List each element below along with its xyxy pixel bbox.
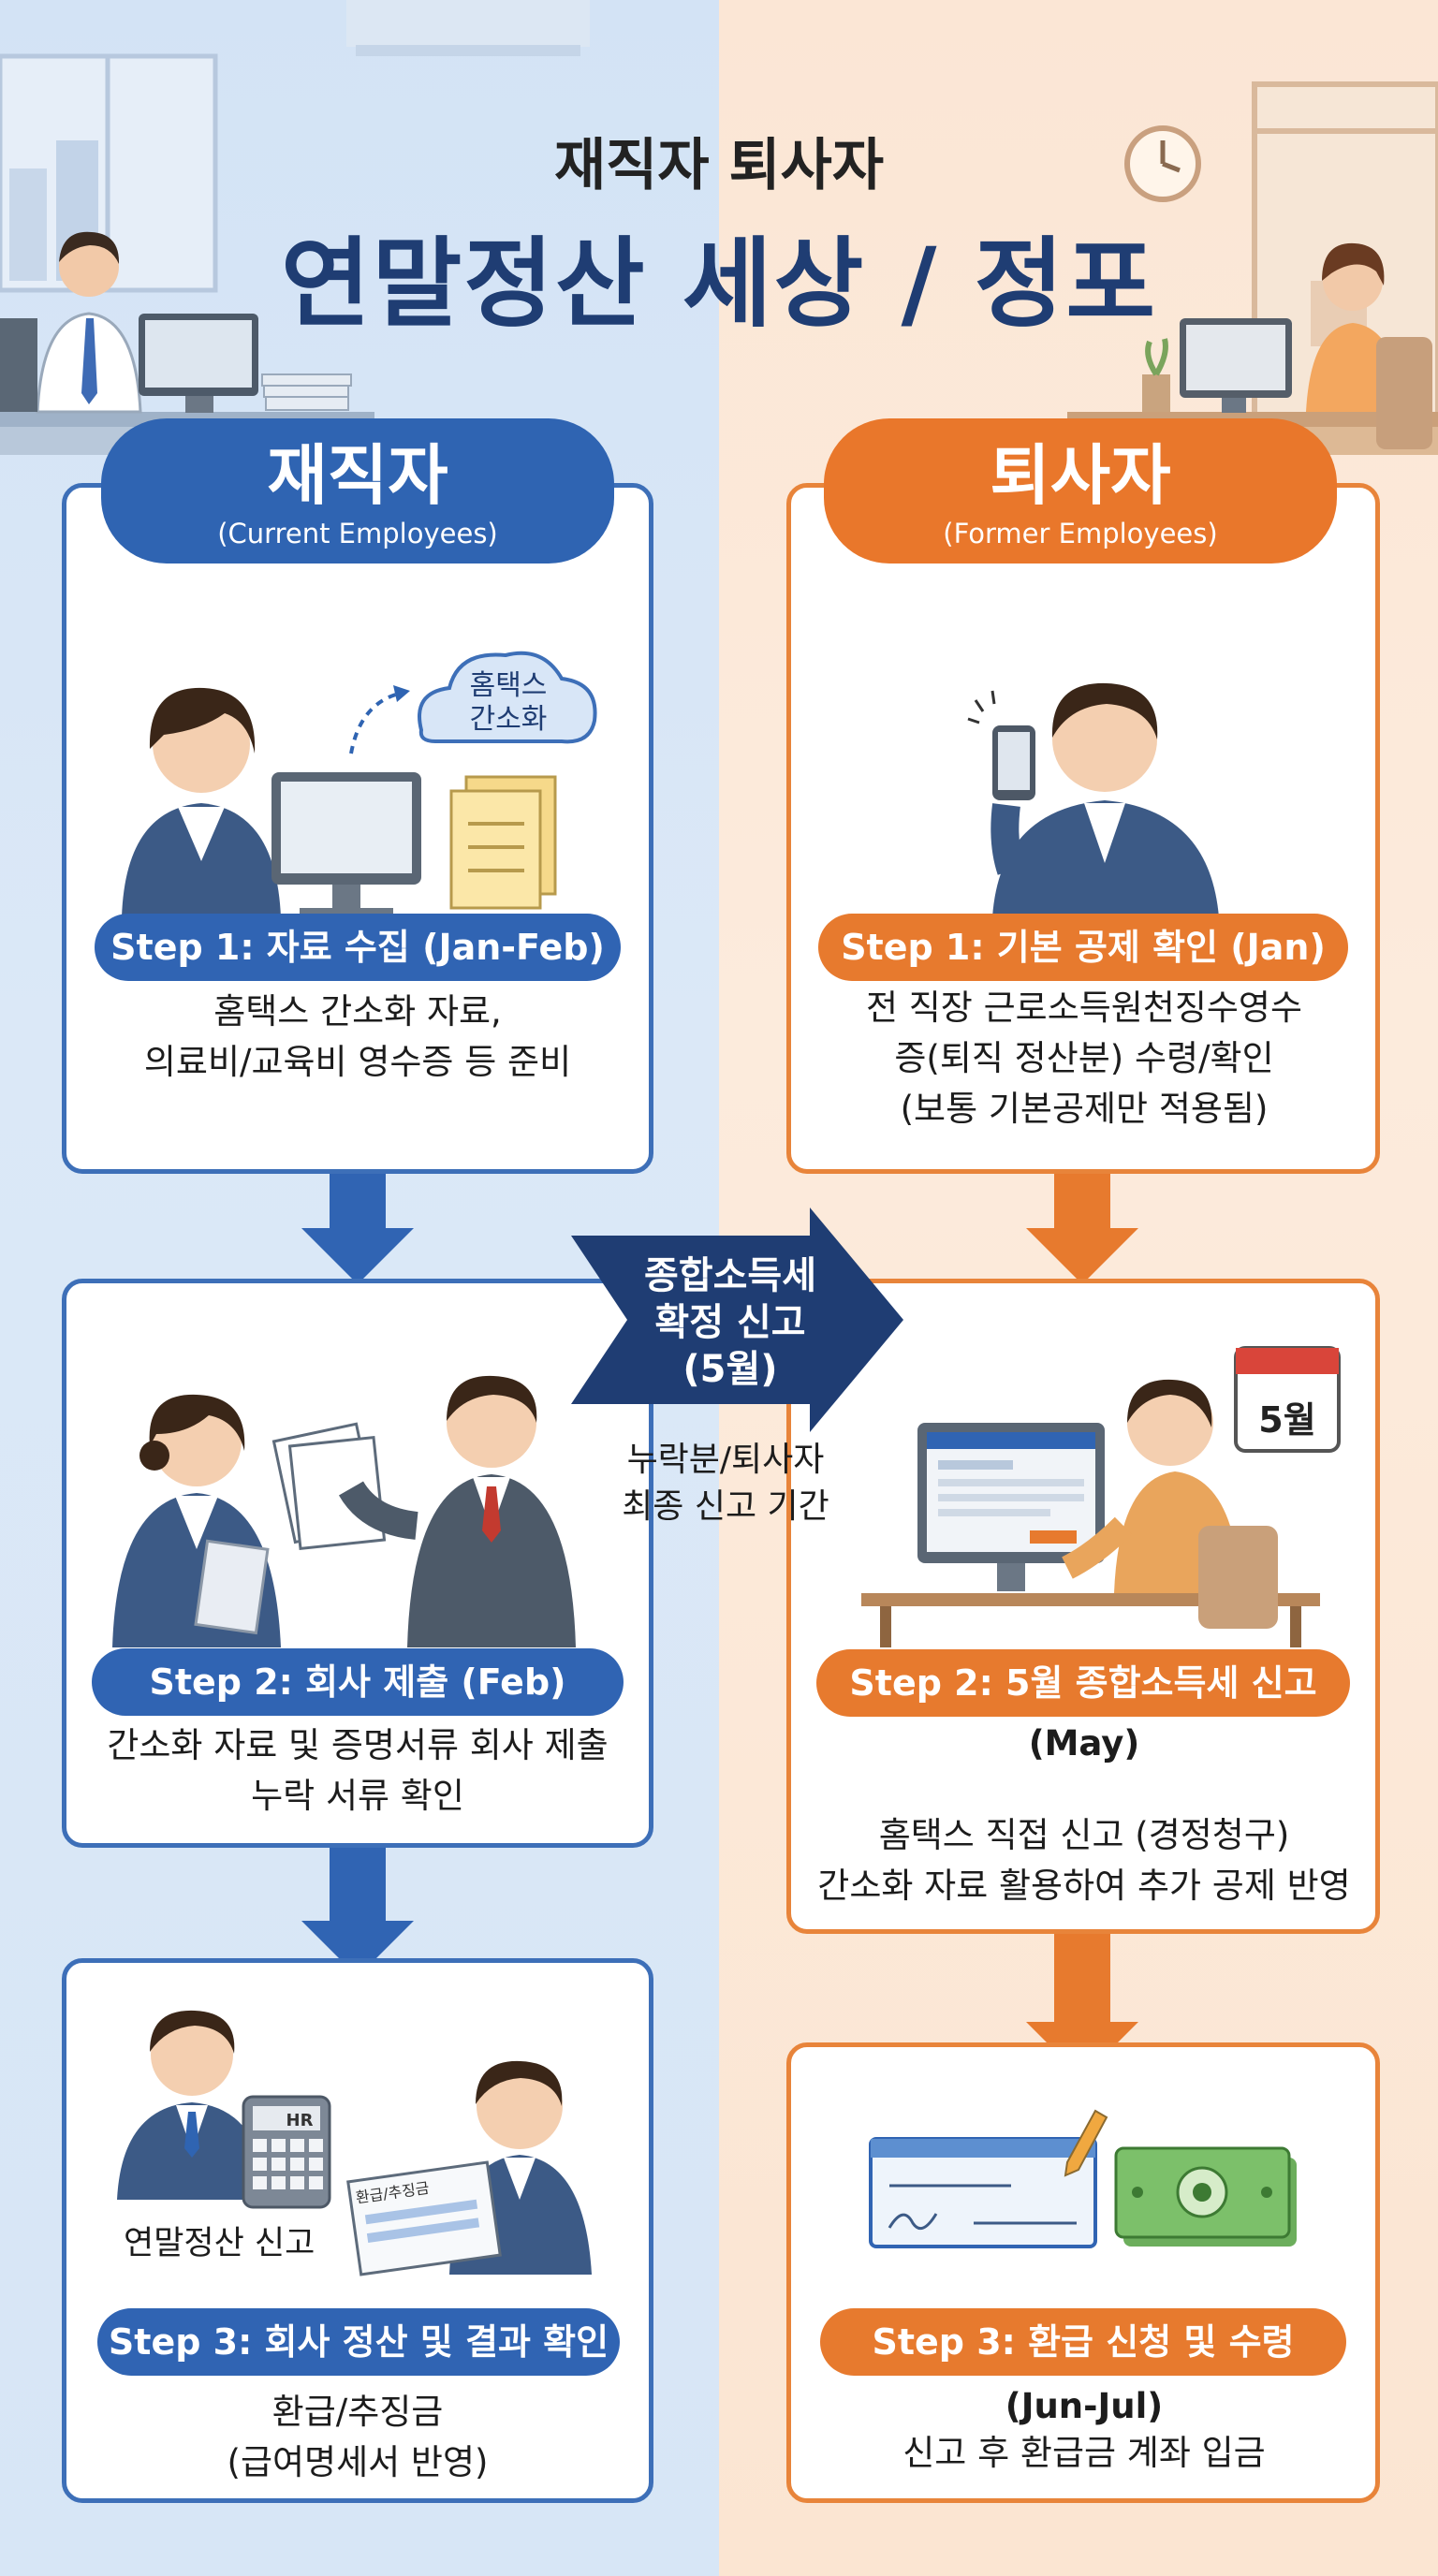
former-step2-desc: 홈택스 직접 신고 (경정청구) 간소화 자료 활용하여 추가 공제 반영 xyxy=(801,1810,1367,1911)
current-step2-line2: 누락 서류 확인 xyxy=(251,1776,464,1816)
current-step3-label: Step 3: 회사 정산 및 결과 확인 xyxy=(97,2308,620,2376)
current-employees-title: 재직자 xyxy=(267,437,448,514)
current-step2-line1: 간소화 자료 및 증명서류 회사 제출 xyxy=(107,1725,609,1765)
current-step1-line2: 의료비/교육비 영수증 등 준비 xyxy=(143,1042,572,1082)
center-arrow-text: 종합소득세 확정 신고 (5월) xyxy=(599,1252,861,1393)
former-step1-line1: 전 직장 근로소득원천징수영수 xyxy=(865,988,1303,1028)
current-employees-subtitle: (Current Employees) xyxy=(217,518,498,549)
current-step3-desc: 환급/추징금 (급여명세서 반영) xyxy=(75,2387,640,2488)
center-arrow-line3: (5월) xyxy=(682,1348,778,1391)
current-step1-label: Step 1: 자료 수집 (Jan-Feb) xyxy=(95,914,621,981)
former-step2-line2: 간소화 자료 활용하여 추가 공제 반영 xyxy=(817,1866,1351,1906)
current-employees-header: 재직자 (Current Employees) xyxy=(101,418,614,564)
current-step2-label: Step 2: 회사 제출 (Feb) xyxy=(92,1648,624,1716)
former-step3-label: Step 3: 환급 신청 및 수령 xyxy=(820,2308,1346,2376)
center-arrow xyxy=(571,1208,903,1432)
former-step3-line1: 신고 후 환급금 계좌 입금 xyxy=(902,2433,1266,2473)
former-step2-line1: 홈택스 직접 신고 (경정청구) xyxy=(878,1815,1290,1855)
former-step2-illustration: 5월 xyxy=(861,1346,1341,1647)
current-step1-line1: 홈택스 간소화 자료, xyxy=(213,991,502,1032)
current-step3-line1: 환급/추징금 xyxy=(271,2392,444,2432)
center-arrow-line2: 확정 신고 xyxy=(654,1301,806,1344)
former-step3-card xyxy=(786,2042,1380,2503)
former-step1-illustration xyxy=(967,682,1219,917)
current-step3-line2: (급여명세서 반영) xyxy=(227,2442,489,2482)
current-arrow-down-2 xyxy=(301,1848,414,1977)
former-employees-title: 퇴사자 xyxy=(990,437,1171,514)
calculator-hr-label: HR xyxy=(286,2111,314,2130)
former-employees-subtitle: (Former Employees) xyxy=(943,518,1218,549)
former-step3-desc: 신고 후 환급금 계좌 입금 xyxy=(801,2428,1367,2479)
center-arrow-line1: 종합소득세 xyxy=(644,1254,816,1297)
header-title: 연말정산 세상 / 정포 xyxy=(280,227,1158,341)
current-step3-illustration: HR 환급/추징금 xyxy=(117,2010,592,2276)
former-step3-illustration xyxy=(869,2109,1297,2248)
center-note-line1: 누락분/퇴사자 xyxy=(626,1441,825,1479)
former-step1-label: Step 1: 기본 공제 확인 (Jan) xyxy=(818,914,1348,981)
current-step2-illustration xyxy=(112,1375,576,1647)
former-step3-period: (Jun-Jul) xyxy=(1005,2386,1164,2426)
former-employees-header: 퇴사자 (Former Employees) xyxy=(824,418,1337,564)
former-step2-label: Step 2: 5월 종합소득세 신고 xyxy=(816,1649,1350,1717)
current-arrow-down-1 xyxy=(301,1174,414,1284)
former-step1-desc: 전 직장 근로소득원천징수영수 증(퇴직 정산분) 수령/확인 (보통 기본공제… xyxy=(801,983,1367,1134)
former-step1-line3: (보통 기본공제만 적용됨) xyxy=(900,1089,1269,1129)
cloud-label-line1: 홈택스 xyxy=(470,669,548,702)
center-note-line2: 최종 신고 기간 xyxy=(622,1487,829,1526)
calendar-month: 5월 xyxy=(1258,1399,1315,1441)
former-step1-line2: 증(퇴직 정산분) 수령/확인 xyxy=(894,1038,1274,1078)
current-step2-desc: 간소화 자료 및 증명서류 회사 제출 누락 서류 확인 xyxy=(75,1720,640,1822)
current-step1-desc: 홈택스 간소화 자료, 의료비/교육비 영수증 등 준비 xyxy=(75,987,640,1088)
cloud-label-line2: 간소화 xyxy=(470,703,548,736)
current-step3-scene-label: 연말정산 신고 xyxy=(124,2225,315,2262)
center-note: 누락분/퇴사자 최종 신고 기간 xyxy=(576,1437,875,1530)
current-step1-illustration: 홈택스 간소화 xyxy=(122,651,597,917)
header-subtitle: 재직자 퇴사자 xyxy=(553,133,885,198)
former-step2-month: (May) xyxy=(1028,1723,1140,1764)
former-arrow-down-1 xyxy=(1026,1174,1138,1284)
